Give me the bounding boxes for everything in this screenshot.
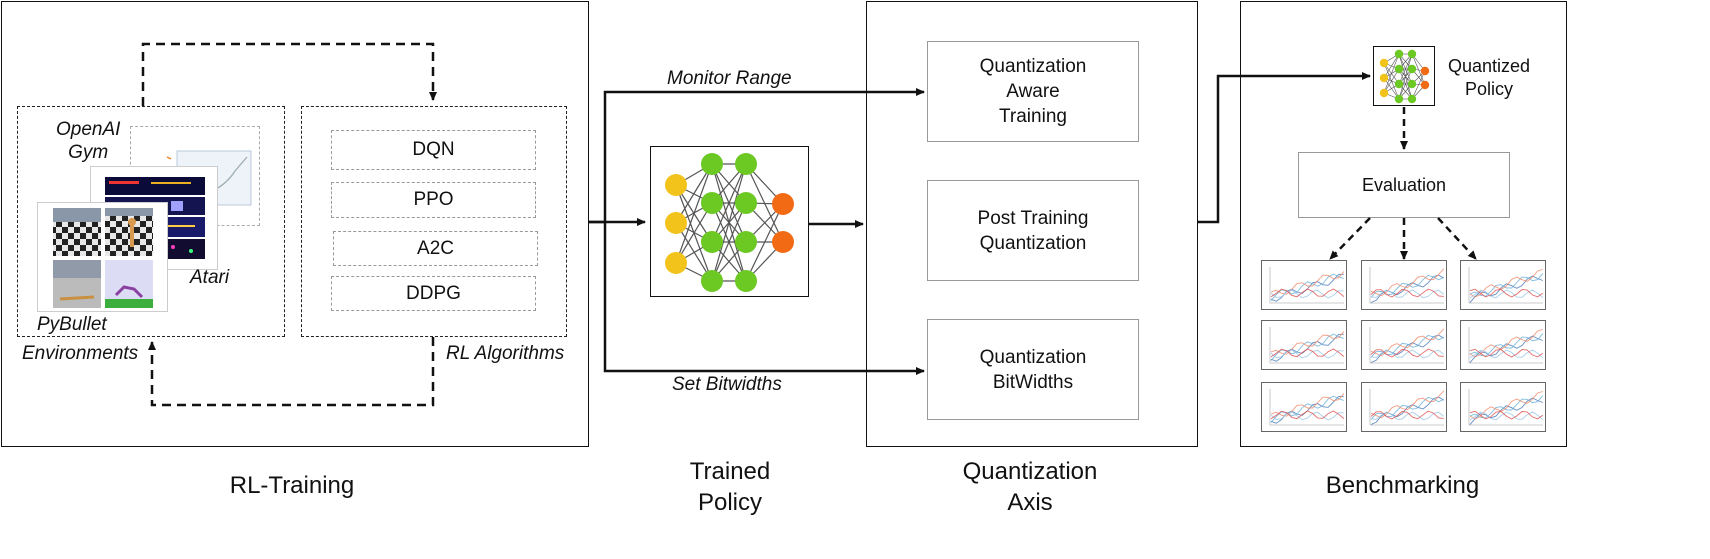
network-edge xyxy=(1383,68,1400,94)
quantized-network-image xyxy=(1379,49,1430,104)
network-edge xyxy=(1398,53,1413,100)
result-plot-thumbnail xyxy=(1361,382,1447,432)
pybullet-env-card xyxy=(37,202,168,312)
trained-policy-network xyxy=(650,146,809,297)
quantization-axis-title: Quantization Axis xyxy=(962,458,1098,516)
network-edge xyxy=(675,163,713,264)
result-plot-thumbnail xyxy=(1361,320,1447,370)
output-node xyxy=(1420,66,1430,76)
benchmarking-title: Benchmarking xyxy=(1325,472,1480,499)
network-edge xyxy=(675,163,713,224)
set-bitwidths-arrow xyxy=(603,222,925,375)
quantization-aware-training-box: Quantization Aware Training xyxy=(927,41,1139,142)
network-edge xyxy=(1383,53,1400,79)
openai-gym-label: OpenAI Gym xyxy=(56,119,121,163)
quantization-to-benchmark-arrow xyxy=(1198,72,1371,224)
algo-a2c: A2C xyxy=(333,231,538,266)
input-node xyxy=(1379,73,1389,83)
result-plot-thumbnail xyxy=(1460,320,1546,370)
rl-algorithms-box xyxy=(301,106,567,337)
hidden-node xyxy=(1394,49,1404,59)
hidden-node xyxy=(701,270,723,292)
input-node xyxy=(1379,58,1389,68)
hidden-node xyxy=(701,192,723,214)
hidden-node xyxy=(1394,79,1404,89)
neural-network-image xyxy=(665,153,794,292)
network-edge xyxy=(711,163,747,282)
input-node xyxy=(665,212,687,234)
hidden-node xyxy=(1407,64,1417,74)
monitor-range-label: Monitor Range xyxy=(667,68,792,89)
quantization-bitwidths-box: Quantization BitWidths xyxy=(927,319,1139,420)
hidden-node xyxy=(735,192,757,214)
environments-caption: Environments xyxy=(22,343,139,364)
env-to-algo-arrow xyxy=(141,42,437,106)
quantized-policy-label: Quantized Policy xyxy=(1448,56,1531,99)
network-edge xyxy=(1398,53,1413,85)
network-edge xyxy=(711,202,747,282)
output-node xyxy=(1420,80,1430,90)
evaluation-to-plot-left-arrow xyxy=(1329,217,1371,260)
pybullet-label: PyBullet xyxy=(37,314,107,335)
rl-training-title: RL-Training xyxy=(229,472,355,499)
atari-label: Atari xyxy=(190,267,230,288)
result-plot-thumbnail xyxy=(1261,260,1347,310)
input-node xyxy=(665,252,687,274)
pybullet-sims-image xyxy=(53,208,153,308)
result-plot-thumbnail xyxy=(1261,382,1347,432)
output-node xyxy=(772,231,794,253)
hidden-node xyxy=(735,153,757,175)
set-bitwidths-label: Set Bitwidths xyxy=(672,374,782,395)
environments-box xyxy=(17,106,285,337)
monitor-range-arrow xyxy=(589,88,925,224)
network-edge xyxy=(1398,68,1413,100)
hidden-node xyxy=(735,231,757,253)
input-node xyxy=(665,174,687,196)
network-edge xyxy=(711,163,747,243)
result-plot-thumbnail xyxy=(1261,320,1347,370)
rl-algorithms-caption: RL Algorithms xyxy=(446,343,565,364)
hidden-node xyxy=(1407,94,1417,104)
algo-ppo: PPO xyxy=(331,182,536,218)
post-training-quantization-box: Post Training Quantization xyxy=(927,180,1139,281)
network-edge xyxy=(1411,70,1426,100)
network-edge xyxy=(745,203,784,282)
quantized-policy-network xyxy=(1373,46,1435,106)
evaluation-to-plot-right-arrow xyxy=(1437,217,1477,260)
algo-ddpg: DDPG xyxy=(331,276,536,311)
hidden-node xyxy=(1394,64,1404,74)
input-node xyxy=(1379,88,1389,98)
result-plot-thumbnail xyxy=(1460,382,1546,432)
result-plot-thumbnail xyxy=(1460,260,1546,310)
hidden-node xyxy=(701,231,723,253)
hidden-node xyxy=(1394,94,1404,104)
evaluation-box: Evaluation xyxy=(1298,152,1510,218)
network-edge xyxy=(1411,53,1426,86)
network-edge xyxy=(675,202,713,264)
result-plot-thumbnail xyxy=(1361,260,1447,310)
output-node xyxy=(772,193,794,215)
hidden-node xyxy=(1407,49,1417,59)
hidden-node xyxy=(1407,79,1417,89)
algo-to-env-arrow xyxy=(148,337,435,407)
hidden-node xyxy=(701,153,723,175)
algo-dqn: DQN xyxy=(331,130,536,170)
network-edge xyxy=(1383,53,1400,94)
hidden-node xyxy=(735,270,757,292)
trained-policy-title: Trained Policy xyxy=(689,458,771,516)
